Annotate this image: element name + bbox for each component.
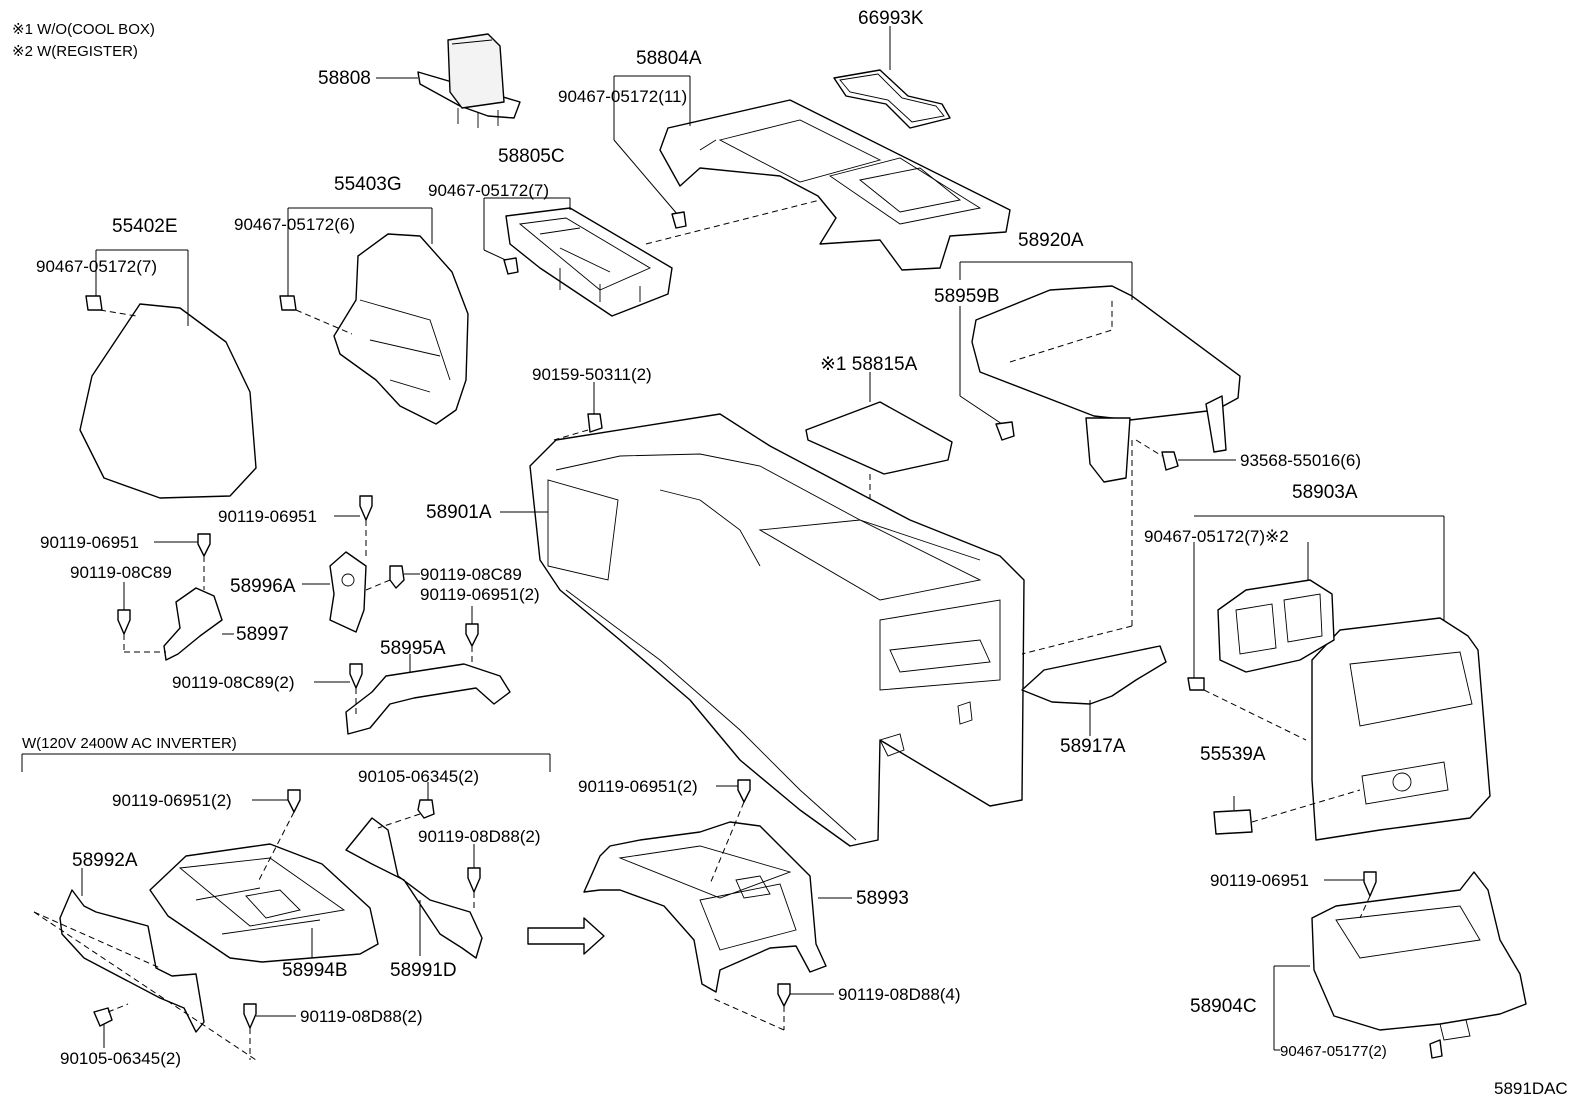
label-55403G: 55403G [334,174,402,195]
part-55402E-side-cover[interactable] [79,303,257,499]
diagram-id: 5891DAC [1494,1079,1568,1098]
part-90119-06951-bolt-b[interactable] [197,533,211,557]
part-90119-06951-bolt-2c[interactable] [737,779,751,803]
label-90119-08C89-2: 90119-08C89(2) [172,673,295,692]
label-58993: 58993 [856,888,909,909]
label-90119-06951-2b: 90119-06951(2) [112,791,232,810]
label-58805C: 58805C [498,146,565,167]
label-58904C: 58904C [1190,996,1257,1017]
part-58994B-inverter-bracket[interactable] [149,843,379,963]
label-90119-08C89-a: 90119-08C89 [70,563,172,582]
label-93568-55016-6: 93568-55016(6) [1240,451,1361,470]
inverter-group-bracket [21,753,551,772]
part-58995A-bracket[interactable] [345,663,511,735]
part-58991D-bracket[interactable] [345,817,483,959]
part-58996A-bracket[interactable] [329,551,367,633]
part-90119-08D88-bolt-2a[interactable] [467,867,481,893]
part-90119-08C89-bolt-2[interactable] [349,663,363,689]
label-90119-06951-c: 90119-06951 [1210,871,1309,890]
label-58804A: 58804A [636,48,702,69]
label-90119-06951-2a: 90119-06951(2) [420,585,540,604]
label-90105-06345-2a: 90105-06345(2) [358,767,479,786]
label-58815A: ※1 58815A [820,354,918,375]
label-58917A: 58917A [1060,736,1126,757]
part-58808-shift-boot[interactable] [417,33,521,128]
label-90467-05172-6: 90467-05172(6) [234,215,355,234]
label-90119-08D88-4: 90119-08D88(4) [838,985,961,1004]
part-90119-06951-bolt-c[interactable] [1363,871,1377,897]
label-90119-08C89-b: 90119-08C89 [420,565,522,584]
label-58920A: 58920A [1018,230,1084,251]
part-58901A-console-body[interactable] [529,413,1025,847]
label-90119-08D88-2b: 90119-08D88(2) [300,1007,423,1026]
part-90119-06951-bolt-2b[interactable] [287,789,301,813]
label-55539A: 55539A [1200,744,1266,765]
part-register-vent[interactable] [1217,579,1335,673]
label-90159-50311-2: 90159-50311(2) [532,365,652,384]
part-58903A-rear-panel[interactable] [1311,617,1491,841]
label-58991D: 58991D [390,960,457,981]
part-58904C-rear-cover[interactable] [1311,871,1527,1041]
group-label-inverter: W(120V 2400W AC INVERTER) [22,735,237,752]
part-58815A-box-mat[interactable] [805,401,953,475]
label-90119-06951-2c: 90119-06951(2) [578,777,698,796]
part-58997-bracket[interactable] [163,587,223,661]
label-90119-06951-b: 90119-06951 [40,533,139,552]
label-90467-05172-7b: 90467-05172(7) [36,257,157,276]
label-90467-05177-2: 90467-05177(2) [1280,1043,1387,1060]
label-90467-05172-11: 90467-05172(11) [558,87,687,106]
label-58994B: 58994B [282,960,348,981]
label-58996A: 58996A [230,576,296,597]
arrow-right-icon [527,917,605,955]
part-90105-06345-bolt-a[interactable] [417,799,435,819]
label-58901A: 58901A [426,502,492,523]
label-58995A: 58995A [380,638,446,659]
part-66993K-tray-mat[interactable] [833,69,951,129]
label-58997: 58997 [236,624,289,645]
part-90159-clip[interactable] [587,413,603,433]
part-93568-screw[interactable] [1161,451,1179,471]
label-90119-08D88-2a: 90119-08D88(2) [418,827,541,846]
part-58992A-bracket[interactable] [59,889,205,1033]
part-58805C-shift-panel[interactable] [505,207,673,317]
note-register: ※2 W(REGISTER) [12,43,138,60]
label-58959B: 58959B [934,286,1000,307]
label-58992A: 58992A [72,850,138,871]
part-90119-08C89-bolt-b[interactable] [389,565,405,589]
part-90119-08D88-bolt-2b[interactable] [243,1003,257,1029]
part-90119-06951-bolt-a[interactable] [359,495,373,521]
part-90119-06951-bolt-2a[interactable] [465,623,479,647]
part-58920A-armrest-lid[interactable] [971,285,1241,483]
note-cool-box: ※1 W/O(COOL BOX) [12,21,155,38]
label-66993K: 66993K [858,8,924,29]
label-58808: 58808 [318,68,371,89]
label-55402E: 55402E [112,216,178,237]
part-90105-06345-bolt-b[interactable] [93,1007,113,1027]
part-90119-08C89-bolt-a[interactable] [117,609,131,635]
part-55403G-side-panel[interactable] [333,233,469,425]
label-90467-05172-7a: 90467-05172(7) [428,181,549,200]
part-55539A-outlet[interactable] [1213,809,1253,835]
part-58993-bracket[interactable] [583,821,827,993]
part-58804A-upper-panel[interactable] [659,99,1011,271]
label-58903A: 58903A [1292,482,1358,503]
label-90467-05172-7c: 90467-05172(7)※2 [1144,527,1289,546]
label-90105-06345-2b: 90105-06345(2) [60,1049,181,1068]
part-90119-08D88-bolt-4[interactable] [777,983,791,1007]
label-90119-06951-a: 90119-06951 [218,507,317,526]
part-58917A-trim[interactable] [1021,645,1167,705]
